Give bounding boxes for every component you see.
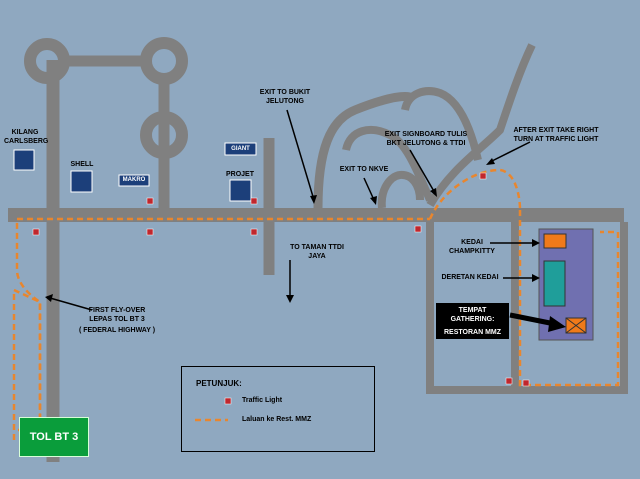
- traffic-light: [505, 377, 513, 385]
- arrowhead: [548, 316, 566, 332]
- projet-building: [229, 179, 252, 202]
- roads: [8, 37, 628, 462]
- kilang-carlsberg-building: [13, 149, 35, 171]
- traffic-light: [414, 225, 422, 233]
- tempat-line-1: TEMPAT: [458, 306, 487, 314]
- traffic-light: [522, 379, 530, 387]
- arrowhead: [370, 196, 377, 205]
- legend-traffic-light-label: Traffic Light: [242, 397, 283, 404]
- tempat-line-2: GATHERING:: [450, 315, 495, 323]
- nkve-loop: [377, 171, 424, 209]
- arrow-after-exit: [489, 141, 531, 163]
- legend-traffic-light-swatch: [224, 397, 232, 405]
- interchange-ring-middle: [140, 111, 188, 159]
- label-kedai-champkitty: KEDAI CHAMPKITTY: [449, 239, 495, 255]
- label-federal-highway: ( FEDERAL HIGHWAY ): [78, 327, 156, 334]
- tol-bt3-label: TOL BT 3: [29, 431, 79, 443]
- kedai-champkitty-shop: [543, 233, 567, 249]
- arrow-exit-signboard: [409, 149, 436, 194]
- label-first-flyover: FIRST FLY-OVER LEPAS TOL BT 3: [88, 307, 146, 323]
- arrowhead: [486, 158, 495, 165]
- traffic-light: [32, 228, 40, 236]
- exit-loop-bukit-jelutong: [313, 92, 411, 209]
- upper-loop: [401, 87, 482, 161]
- tol-bt3-box: TOL BT 3: [19, 417, 89, 457]
- tempat-gathering-box: TEMPAT GATHERING: RESTORAN MMZ: [436, 303, 509, 339]
- label-shell: SHELL: [70, 161, 94, 168]
- makro-building: [118, 174, 150, 187]
- arrowhead: [310, 195, 317, 204]
- traffic-light: [146, 228, 154, 236]
- arrowhead: [45, 294, 53, 302]
- legend-box: PETUNJUK: Traffic Light Laluan ke Rest. …: [181, 366, 375, 452]
- label-taman-ttdi: TO TAMAN TTDI JAYA: [290, 244, 344, 260]
- label-projet: PROJET: [225, 171, 254, 178]
- label-exit-signboard: EXIT SIGNBOARD TULIS BKT JELUTONG & TTDI: [384, 131, 468, 147]
- label-exit-bukit-jelutong: EXIT TO BUKIT JELUTONG: [259, 89, 311, 105]
- giant-building: [224, 142, 257, 156]
- traffic-light: [479, 172, 487, 180]
- label-makro: MAKRO: [122, 177, 146, 183]
- label-kilang-carlsberg: KILANG CARLSBERG: [4, 129, 49, 145]
- route-flyover-segment: [15, 219, 42, 432]
- route-ramp-segment: [428, 168, 522, 220]
- arrowhead: [286, 295, 294, 303]
- label-after-exit: AFTER EXIT TAKE RIGHT TURN AT TRAFFIC LI…: [513, 127, 599, 143]
- right-loop-road: [426, 215, 628, 394]
- arrow-exit-bukit: [286, 109, 315, 201]
- restoran-mmz-cross-2: [565, 317, 587, 334]
- diagonal-road-ne: [426, 43, 536, 208]
- route-right-segment: [518, 210, 620, 387]
- callout-arrows: [45, 109, 566, 332]
- label-giant: GIANT: [231, 146, 250, 152]
- traffic-light: [146, 197, 154, 205]
- traffic-light: [250, 197, 258, 205]
- legend-title: PETUNJUK:: [196, 379, 242, 388]
- deretan-kedai-shop: [543, 260, 566, 307]
- label-deretan-kedai: DERETAN KEDAI: [441, 274, 499, 281]
- shell-building: [70, 170, 93, 193]
- exit-ramp-signboard: [342, 126, 434, 202]
- arrow-flyover: [49, 297, 93, 311]
- arrowhead: [430, 188, 437, 197]
- traffic-light: [250, 228, 258, 236]
- buildings: [13, 142, 594, 341]
- label-exit-nkve: EXIT TO NKVE: [339, 166, 389, 173]
- arrow-exit-nkve: [363, 177, 375, 201]
- arrow-tempat: [509, 312, 556, 327]
- interchange-ring-right: [140, 37, 188, 85]
- arrowhead: [532, 239, 540, 247]
- legend-route-label: Laluan ke Rest. MMZ: [242, 416, 312, 423]
- tempat-line-3: RESTORAN MMZ: [443, 328, 502, 336]
- route-left-segment: [12, 288, 42, 440]
- arrowhead: [532, 274, 540, 282]
- traffic-lights: [32, 172, 530, 387]
